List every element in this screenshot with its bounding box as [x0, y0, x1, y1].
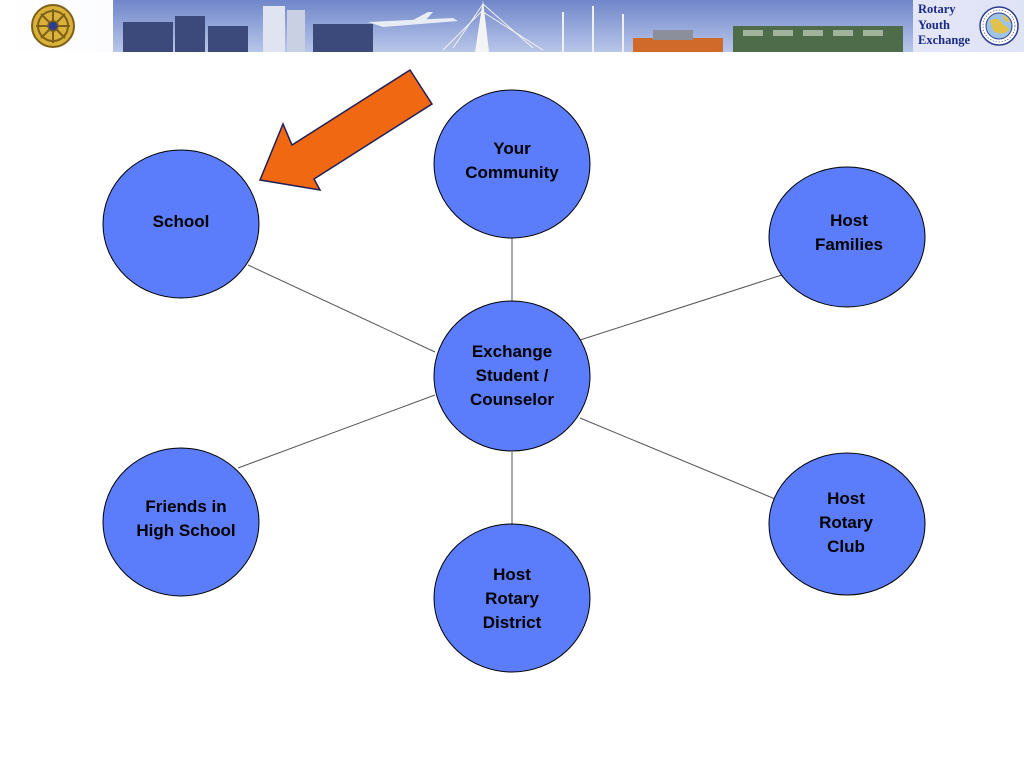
connector-lines [237, 238, 786, 524]
node-label-line: Host [827, 489, 865, 508]
node-label-line: Community [465, 163, 559, 182]
node-label-line: Exchange [471, 342, 553, 361]
node-label-line: Your [493, 139, 531, 158]
node-label-host-rotary-club: Host Rotary Club [771, 487, 921, 559]
node-label-line: Friends in [145, 497, 227, 516]
node-label-school: School [106, 210, 256, 234]
node-label-center: Exchange Student / Counselor [437, 340, 587, 412]
header-title: Rotary Youth Exchange [918, 2, 982, 49]
node-host-rotary-district [433, 523, 591, 673]
node-center [433, 300, 591, 452]
node-label-friends-in-high-school: Friends in High School [111, 495, 261, 543]
node-school [102, 149, 260, 299]
node-label-line: Rotary [485, 589, 539, 608]
orange-arrow-icon [258, 68, 434, 191]
rotary-youth-exchange-globe-icon [979, 6, 1019, 46]
node-label-line: Counselor [469, 390, 555, 409]
node-label-line: Club [827, 537, 865, 556]
connector-school [247, 264, 436, 353]
node-label-line: Student / [475, 366, 549, 385]
diagram-nodes [102, 89, 926, 673]
node-friends-in-high-school [102, 447, 260, 597]
connector-host-rotary-club [579, 417, 781, 502]
node-label-line: High School [136, 521, 236, 540]
node-label-line: Host [493, 565, 531, 584]
node-label-line: Rotary [819, 513, 873, 532]
rotary-wheel-icon [31, 4, 75, 48]
header-banner: Rotary Youth Exchange [0, 0, 1024, 52]
node-label-line: School [152, 212, 210, 231]
node-host-families [768, 166, 926, 308]
node-label-your-community: Your Community [437, 137, 587, 185]
node-label-host-families: Host Families [774, 209, 924, 257]
node-label-host-rotary-district: Host Rotary District [437, 563, 587, 635]
connector-friends-in-high-school [237, 394, 436, 469]
node-label-line: District [482, 613, 542, 632]
node-host-rotary-club [768, 452, 926, 596]
node-label-line: Host [830, 211, 868, 230]
city-skyline-banner [113, 0, 913, 52]
node-label-line: Families [814, 235, 884, 254]
connector-host-families [579, 273, 786, 341]
header-title-line: Exchange [918, 33, 971, 47]
header-title-line: Youth [918, 17, 950, 32]
header-title-line: Rotary [918, 2, 956, 16]
node-your-community [433, 89, 591, 239]
